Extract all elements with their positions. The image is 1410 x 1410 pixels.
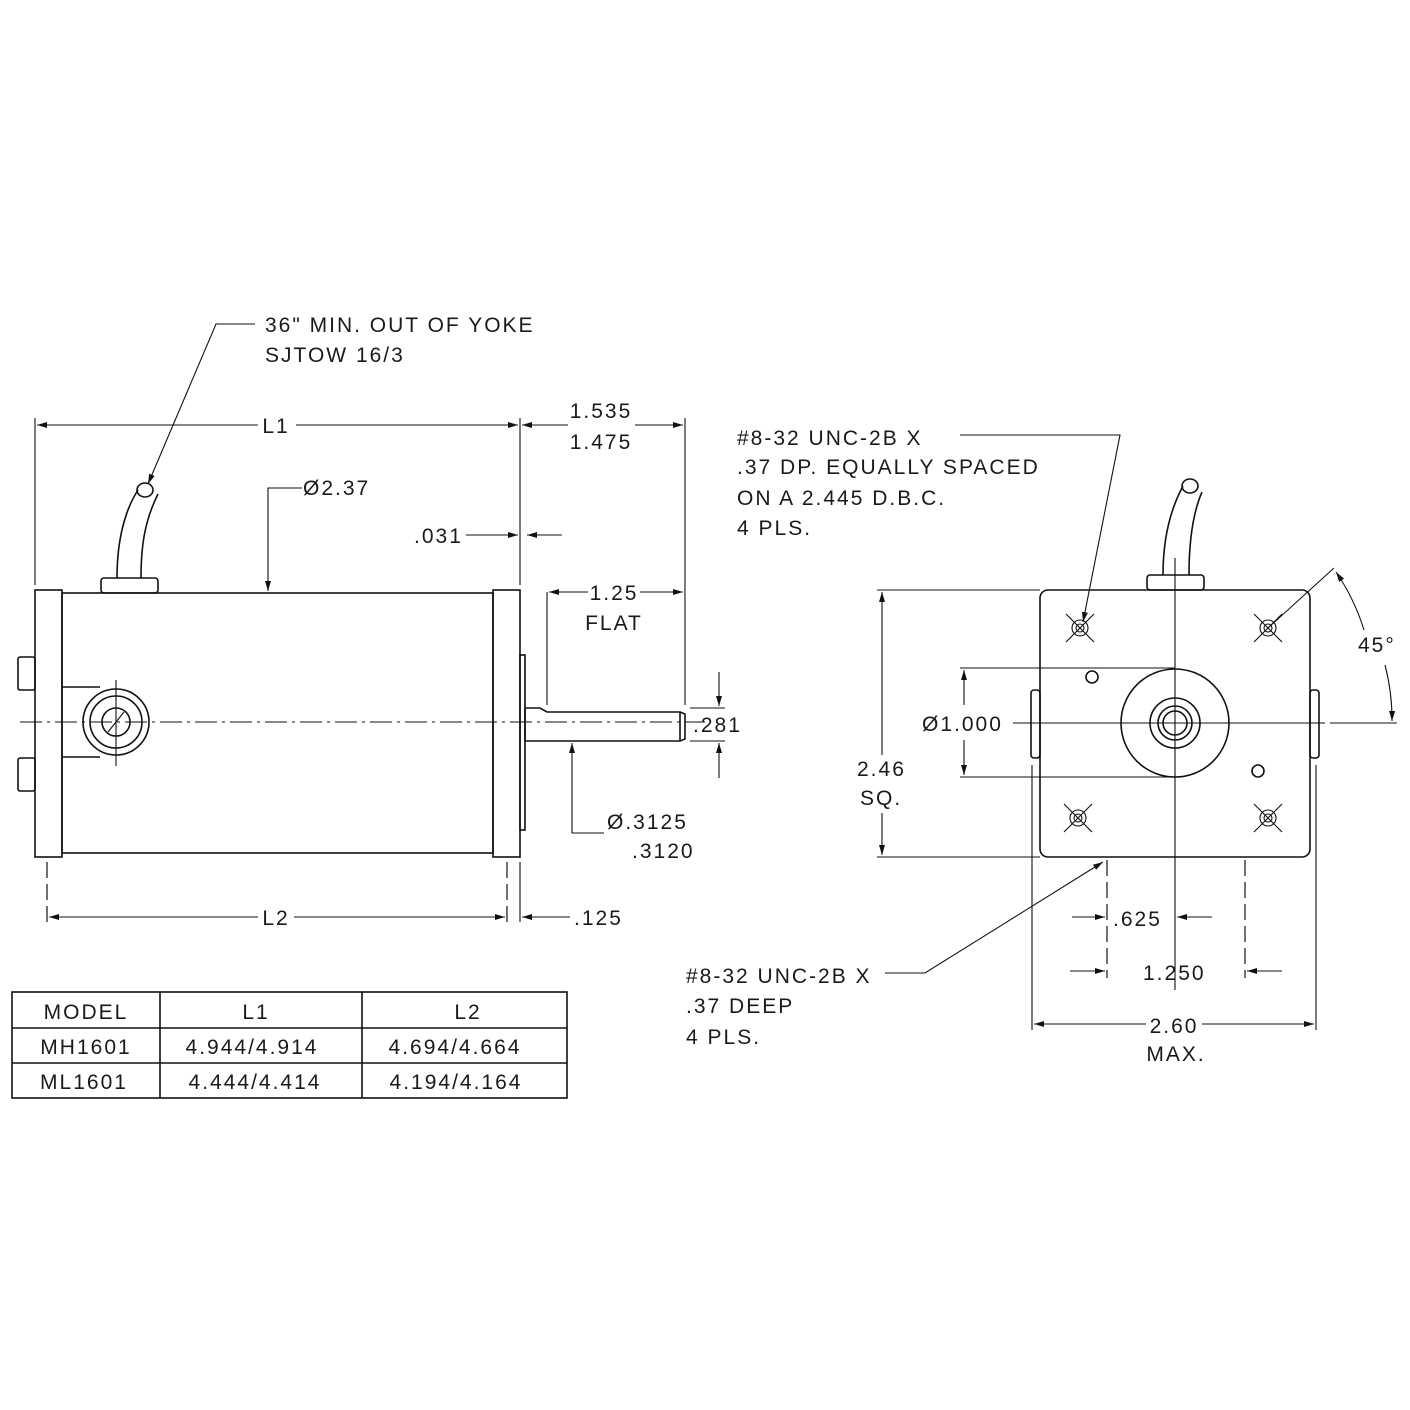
max-width-label: MAX. — [1146, 1043, 1205, 1066]
bottom-hole-note: #8-32 UNC-2B X — [686, 965, 872, 988]
shaft — [524, 707, 686, 742]
l2-label: L2 — [262, 907, 289, 930]
hole-offset: .625 — [1113, 908, 1162, 931]
table-cell: MH1601 — [40, 1036, 131, 1059]
top-hole-note: ON A 2.445 D.B.C. — [737, 487, 946, 510]
top-hole-note: 4 PLS. — [737, 517, 812, 540]
front-flange — [492, 589, 521, 858]
connector — [100, 577, 159, 594]
square-size: 2.46 — [857, 758, 906, 781]
body-diameter: Ø2.37 — [303, 477, 370, 500]
side-view: 36" MIN. OUT OF YOKE SJTOW 16/3 L1 1.535… — [17, 314, 742, 930]
angle-label: 45° — [1358, 634, 1396, 657]
top-hole-note: #8-32 UNC-2B X — [737, 427, 923, 450]
table-header-l2: L2 — [454, 1001, 481, 1024]
mount-holes — [1063, 613, 1283, 833]
end-view: #8-32 UNC-2B X .37 DP. EQUALLY SPACED ON… — [686, 427, 1397, 1066]
plate-thickness: .031 — [414, 525, 463, 548]
shaft-length-min: 1.475 — [570, 431, 633, 454]
bottom-hole-note: 4 PLS. — [686, 1026, 761, 1049]
table-header-l1: L1 — [242, 1001, 269, 1024]
cable-note: SJTOW 16/3 — [265, 344, 405, 367]
model-table: MODEL L1 L2 MH1601 4.944/4.914 4.694/4.6… — [11, 991, 568, 1099]
bottom-hole-note: .37 DEEP — [686, 995, 794, 1018]
table-cell: 4.694/4.664 — [389, 1036, 522, 1059]
flat-depth: .281 — [693, 714, 742, 737]
mount-plate — [519, 654, 526, 831]
pilot-diameter: Ø1.000 — [922, 713, 1003, 736]
table-cell: 4.944/4.914 — [186, 1036, 319, 1059]
square-size-label: SQ. — [860, 787, 902, 810]
shaft-diameter-min: .3120 — [632, 840, 695, 863]
shaft-length-max: 1.535 — [570, 400, 633, 423]
bolt-head — [17, 757, 36, 792]
motor-body — [61, 592, 494, 854]
shaft-diameter-max: Ø.3125 — [607, 811, 688, 834]
rear-flange — [34, 589, 63, 858]
max-width: 2.60 — [1150, 1015, 1199, 1038]
table-header-model: MODEL — [44, 1001, 129, 1024]
bolt-head — [17, 656, 36, 691]
table-cell: 4.194/4.164 — [390, 1071, 523, 1094]
cable-note: 36" MIN. OUT OF YOKE — [265, 314, 535, 337]
table-cell: 4.444/4.414 — [189, 1071, 322, 1094]
cable — [1162, 485, 1203, 576]
flange-offset: .125 — [574, 907, 623, 930]
flat-label: FLAT — [585, 612, 643, 635]
hole-spacing: 1.250 — [1143, 962, 1206, 985]
top-hole-note: .37 DP. EQUALLY SPACED — [737, 456, 1040, 479]
table-cell: ML1601 — [40, 1071, 128, 1094]
flat-length: 1.25 — [590, 582, 639, 605]
l1-label: L1 — [262, 415, 289, 438]
cable — [116, 489, 159, 579]
